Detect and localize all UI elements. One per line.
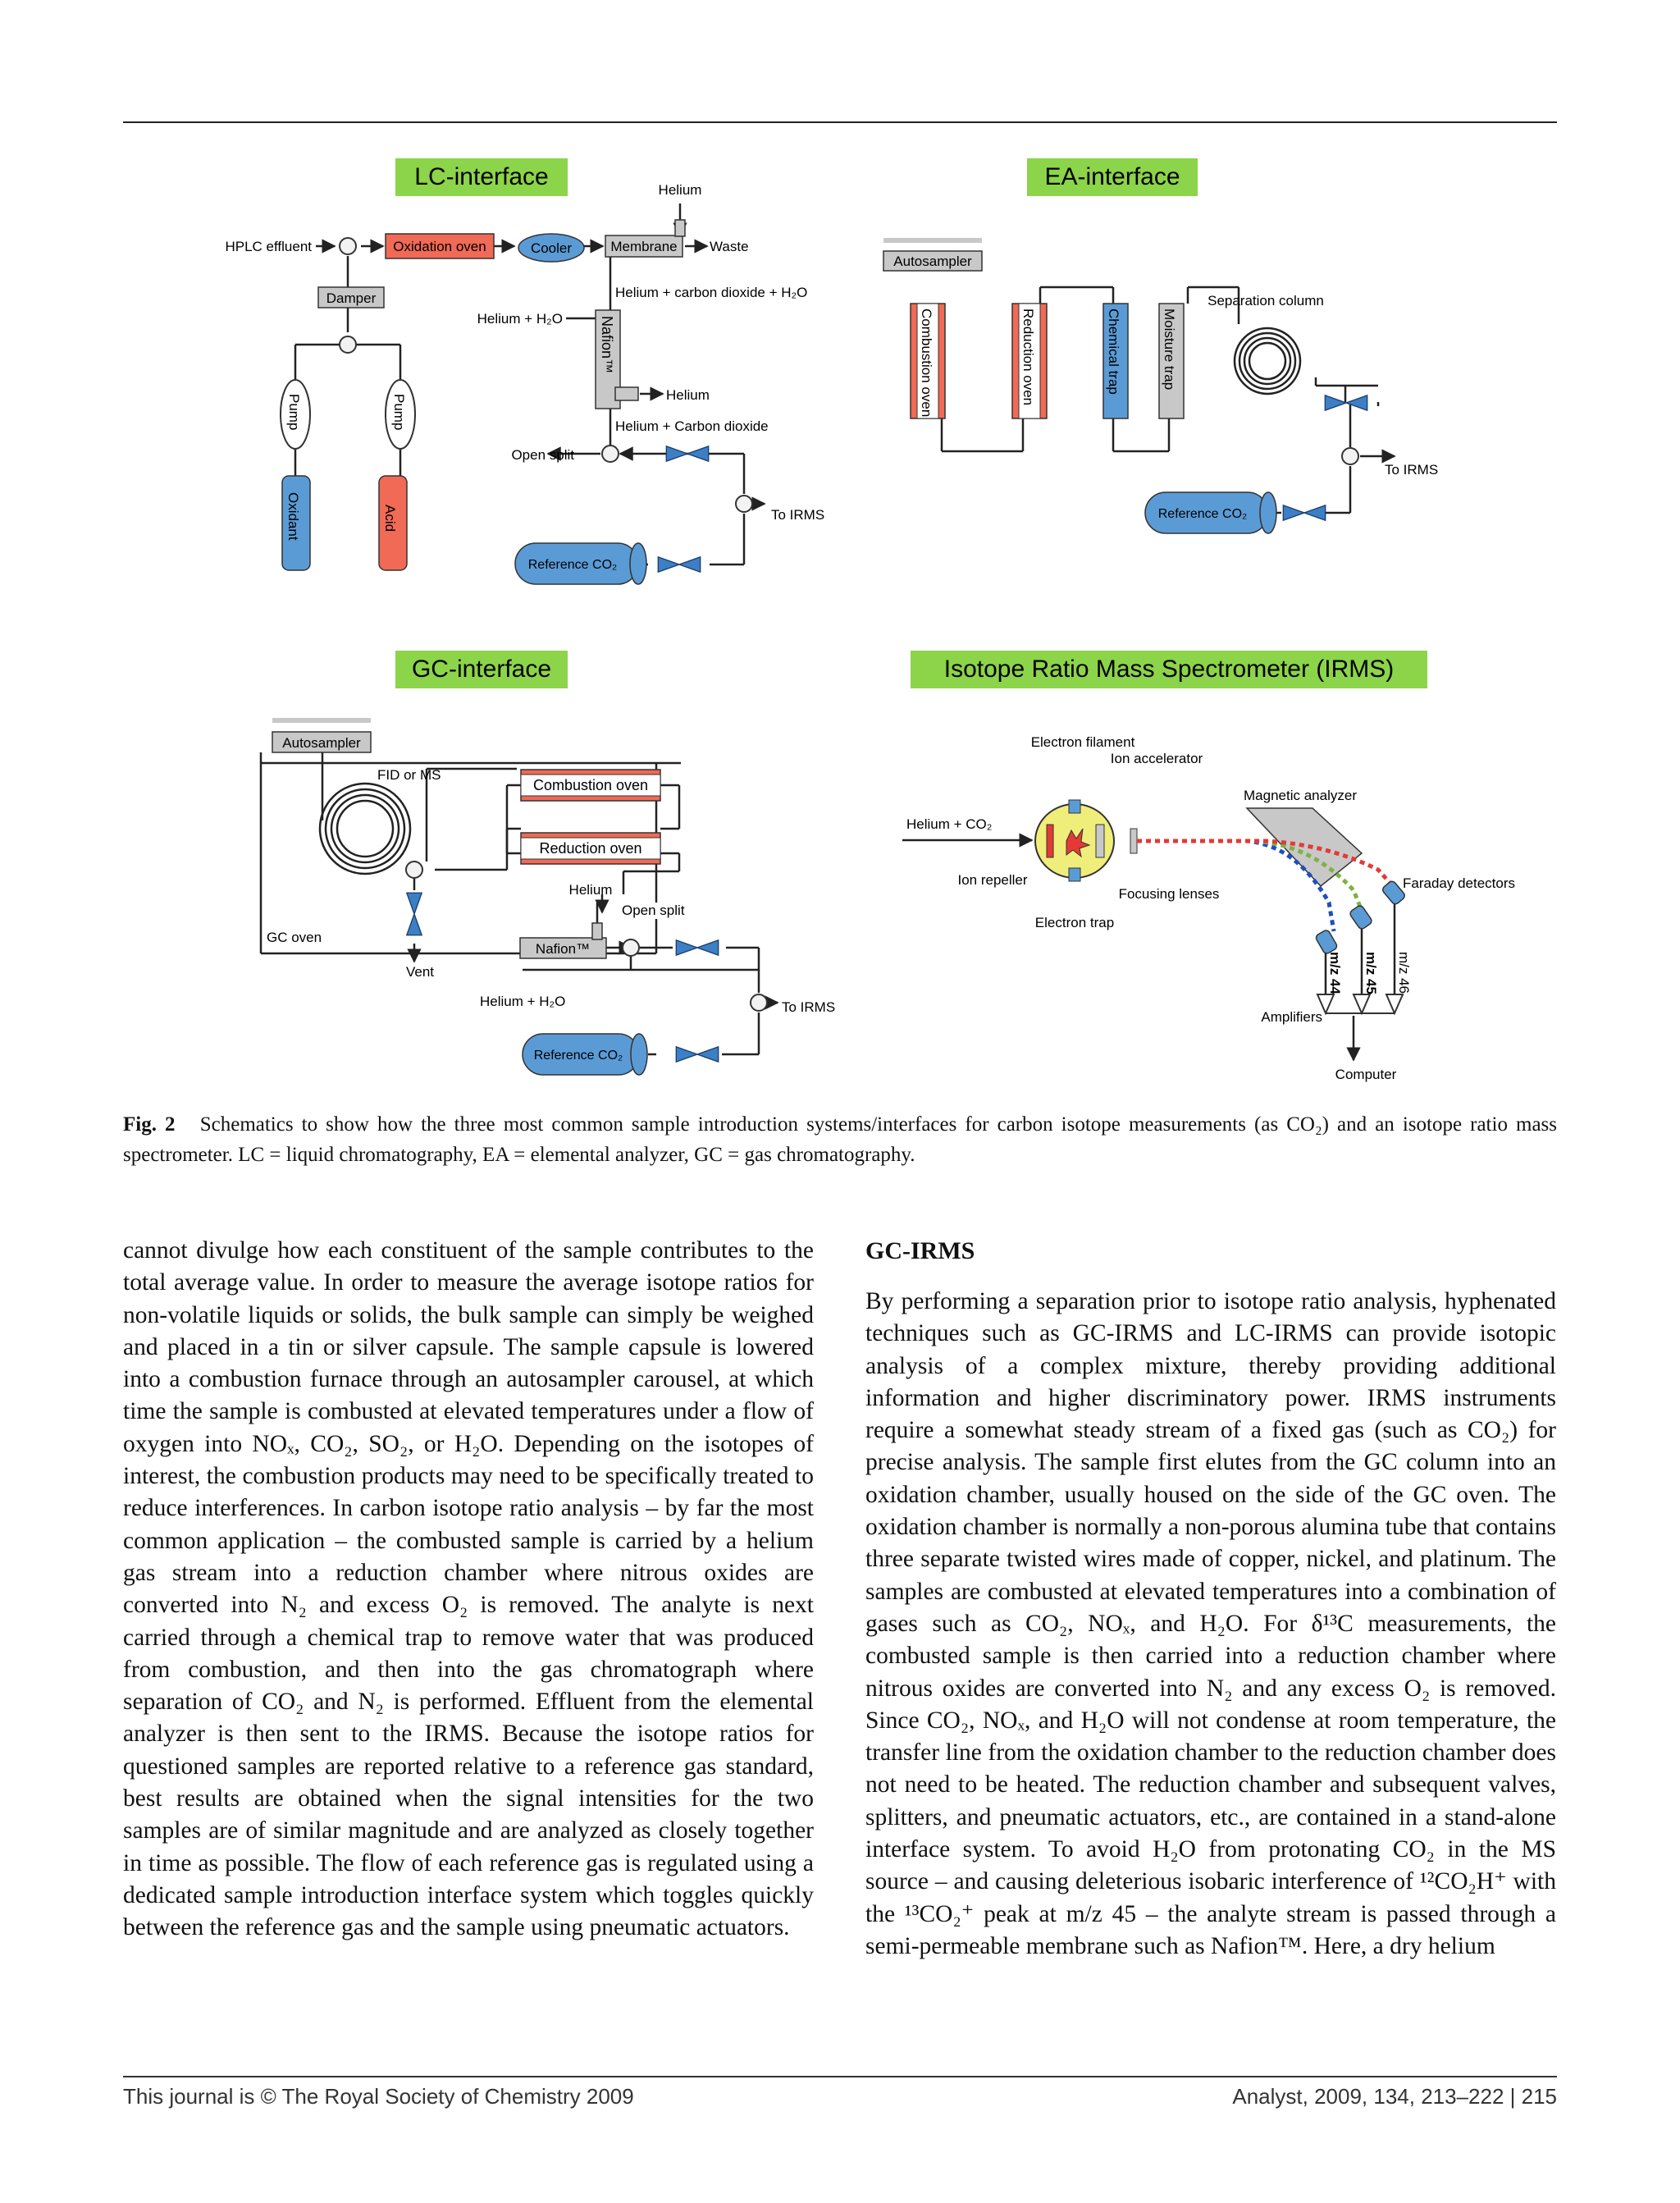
irms-mz45-label: m/z 45 xyxy=(1363,952,1379,994)
irms-amplifier-icons xyxy=(1316,994,1404,1016)
lc-waste-label: Waste xyxy=(710,239,749,254)
gc-title: GC-interface xyxy=(412,656,551,683)
ea-separation-column-coil xyxy=(1233,327,1302,395)
gc-open-split-node xyxy=(622,939,640,957)
lc-he-co2-h2o-label: Helium + carbon dioxide + H₂O xyxy=(615,285,807,300)
footer-copyright: This journal is © The Royal Society of C… xyxy=(123,2084,634,2109)
gc-ref-valve-icon xyxy=(675,1046,719,1063)
gc-irms-node xyxy=(750,994,768,1012)
gc-reference-co2: Reference CO₂ xyxy=(534,1049,623,1063)
gc-to-irms-label: To IRMS xyxy=(782,999,835,1015)
gc-vent-valve-icon xyxy=(406,892,422,936)
gc-column-coil xyxy=(318,782,412,875)
lc-cooler: Cooler xyxy=(531,240,572,256)
irms-amplifiers-label: Amplifiers xyxy=(1261,1009,1322,1025)
gc-combustion-oven: Combustion oven xyxy=(533,777,648,793)
lc-helium-top-label: Helium xyxy=(659,182,702,198)
irms-mz46-label: m/z 46 xyxy=(1396,952,1412,994)
lc-open-split-node xyxy=(601,445,619,463)
bottom-rule xyxy=(123,2076,1557,2077)
ea-irms-node xyxy=(1341,447,1359,465)
lc-helium-mid-label: Helium xyxy=(666,387,710,403)
footer-citation: Analyst, 2009, 134, 213–222 | 215 xyxy=(1232,2084,1557,2109)
lc-reference-co2: Reference CO₂ xyxy=(528,558,617,572)
ea-combustion-oven: Combustion oven xyxy=(919,309,934,417)
ea-ref-valve-icon xyxy=(1282,505,1326,521)
irms-electron-trap-label: Electron trap xyxy=(1035,915,1114,930)
lc-ref-valve-icon xyxy=(657,556,701,573)
gc-nafion: Nafion™ xyxy=(536,941,590,957)
irms-magnetic-analyzer-label: Magnetic analyzer xyxy=(1244,788,1357,803)
lc-acid: Acid xyxy=(382,505,398,532)
irms-faraday-label: Faraday detectors xyxy=(1403,875,1515,891)
gc-reduction-oven: Reduction oven xyxy=(539,840,641,857)
irms-ion-repeller-label: Ion repeller xyxy=(957,872,1027,888)
irms-he-co2-label: Helium + CO₂ xyxy=(906,816,992,832)
caption-label: Fig. 2 xyxy=(123,1113,176,1136)
lc-pump-2: Pump xyxy=(391,394,407,430)
lc-open-split-label: Open split xyxy=(511,447,574,463)
irms-magnet xyxy=(1245,807,1363,888)
gc-fid-label: FID or MS xyxy=(377,767,441,783)
gc-helium-label: Helium xyxy=(569,882,613,898)
body-column-right: GC-IRMS By performing a separation prior… xyxy=(865,1235,1556,1963)
lc-hplc-label: HPLC effluent xyxy=(225,239,312,254)
irms-title: Isotope Ratio Mass Spectrometer (IRMS) xyxy=(944,656,1395,683)
lc-pump-1: Pump xyxy=(286,394,302,430)
figure-2-schematics: LC-interface Helium HPLC effluent Oxidat… xyxy=(225,158,1515,1082)
irms-ion-accelerator-label: Ion accelerator xyxy=(1111,751,1203,766)
gc-vent-label: Vent xyxy=(406,964,434,980)
irms-beam-m44 xyxy=(1137,839,1336,932)
body-column-left: cannot divulge how each constituent of t… xyxy=(123,1235,814,1945)
body-right-paragraph: By performing a separation prior to isot… xyxy=(865,1288,1556,1959)
lc-to-irms-label: To IRMS xyxy=(771,507,824,523)
irms-beam-m45 xyxy=(1137,839,1364,912)
ea-chemical-trap: Chemical trap xyxy=(1106,309,1121,395)
lc-irms-node xyxy=(735,495,753,513)
ea-reference-co2: Reference CO₂ xyxy=(1158,507,1247,521)
ea-separation-label: Separation column xyxy=(1208,293,1324,309)
gc-valve-icon xyxy=(675,939,719,956)
irms-electron-filament-label: Electron filament xyxy=(1031,734,1135,750)
gc-split-node xyxy=(405,861,423,879)
gc-he-h2o-label: Helium + H₂O xyxy=(480,994,565,1009)
lc-oxidant: Oxidant xyxy=(285,492,301,541)
lc-he-h2o-label: Helium + H₂O xyxy=(477,311,563,327)
gc-open-split-label: Open split xyxy=(622,903,685,918)
ea-to-irms-label: To IRMS xyxy=(1385,462,1438,478)
irms-mz44-label: m/z 44 xyxy=(1327,952,1343,995)
caption-text: Schematics to show how the three most co… xyxy=(123,1113,1558,1166)
figure-caption: Fig. 2 Schematics to show how the three … xyxy=(123,1109,1557,1170)
body-left-paragraph: cannot divulge how each constituent of t… xyxy=(123,1237,814,1941)
lc-nafion: Nafion™ xyxy=(599,316,615,373)
lc-title: LC-interface xyxy=(414,163,548,190)
gc-autosampler: Autosampler xyxy=(282,735,361,751)
top-rule xyxy=(123,121,1557,123)
lc-mixer-node xyxy=(339,336,357,354)
lc-node xyxy=(339,237,357,255)
ea-reduction-oven: Reduction oven xyxy=(1020,309,1036,405)
ea-title: EA-interface xyxy=(1044,163,1180,190)
lc-oxidation-oven: Oxidation oven xyxy=(393,239,486,254)
irms-computer-label: Computer xyxy=(1335,1067,1397,1082)
lc-membrane: Membrane xyxy=(610,239,677,254)
irms-beam-m46 xyxy=(1137,839,1395,888)
lc-valve-icon xyxy=(665,446,710,462)
gc-oven-label: GC oven xyxy=(267,930,322,945)
ea-autosampler: Autosampler xyxy=(893,254,972,269)
ea-moisture-trap: Moisture trap xyxy=(1162,309,1177,390)
lc-damper: Damper xyxy=(326,290,377,306)
irms-focusing-lenses-label: Focusing lenses xyxy=(1119,886,1220,902)
section-heading-gc-irms: GC-IRMS xyxy=(865,1237,975,1264)
lc-he-co2-label: Helium + Carbon dioxide xyxy=(615,418,769,434)
